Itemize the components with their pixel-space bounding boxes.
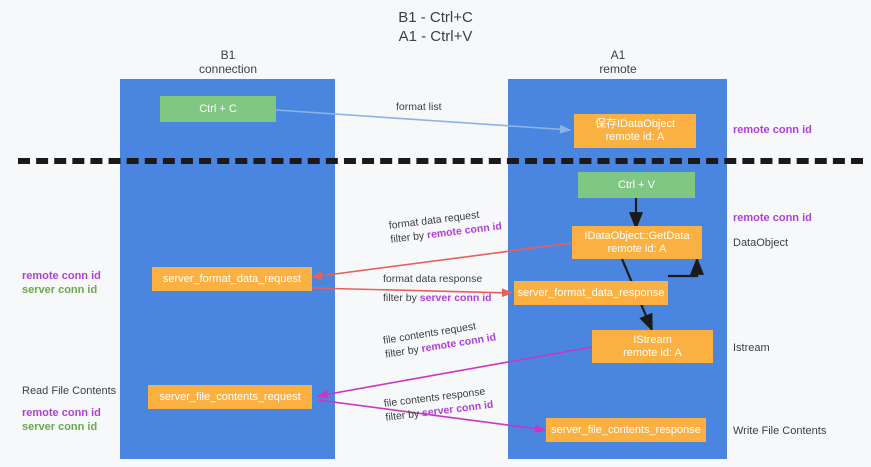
node-ctrl-v[interactable]: Ctrl + V	[578, 172, 695, 198]
page-title: B1 - Ctrl+C A1 - Ctrl+V	[398, 9, 473, 45]
edge-format-data-response-line2: filter by server conn id	[383, 292, 492, 304]
node-save-idataobject[interactable]: 保存IDataObject remote id: A	[574, 114, 696, 148]
note-write-file-contents: Write File Contents	[733, 425, 827, 437]
note-left-remote-conn-id: remote conn id	[22, 270, 101, 282]
column-header-a1: A1 remote	[599, 48, 637, 76]
note-read-file-contents: Read File Contents	[22, 385, 117, 397]
node-ctrl-c[interactable]: Ctrl + C	[160, 96, 276, 122]
edge-format-data-response-line1: format data response	[383, 273, 483, 285]
edge-file-contents-response: file contents response filter by server …	[383, 384, 494, 425]
node-idataobject-getdata[interactable]: IDataObject::GetData remote id: A	[572, 226, 702, 259]
node-server-file-contents-response[interactable]: server_file_contents_response	[546, 418, 706, 442]
note-dataobject: DataObject	[733, 237, 789, 249]
node-server-file-contents-request[interactable]: server_file_contents_request	[148, 385, 312, 409]
note-left-bottom-server-conn-id: server conn id	[22, 421, 98, 433]
phase-separator	[18, 158, 863, 164]
edge-format-list: format list	[396, 100, 442, 114]
node-server-format-data-request[interactable]: server_format_data_request	[152, 267, 312, 291]
note-istream: Istream	[733, 342, 770, 354]
note-left-server-conn-id: server conn id	[22, 284, 98, 296]
note-left-bottom-remote-conn-id: remote conn id	[22, 407, 101, 419]
node-istream[interactable]: IStream remote id: A	[592, 330, 713, 363]
edge-format-data-request: format data request filter by remote con…	[388, 205, 503, 246]
column-header-b1: B1 connection	[198, 48, 258, 76]
edge-file-contents-request: file contents request filter by remote c…	[382, 316, 497, 361]
edge-format-list-line1: format list	[396, 101, 442, 113]
edge-format-data-response: format data response filter by server co…	[383, 272, 492, 305]
note-remote-conn-id-mid: remote conn id	[733, 212, 812, 224]
note-remote-conn-id-top: remote conn id	[733, 124, 812, 136]
